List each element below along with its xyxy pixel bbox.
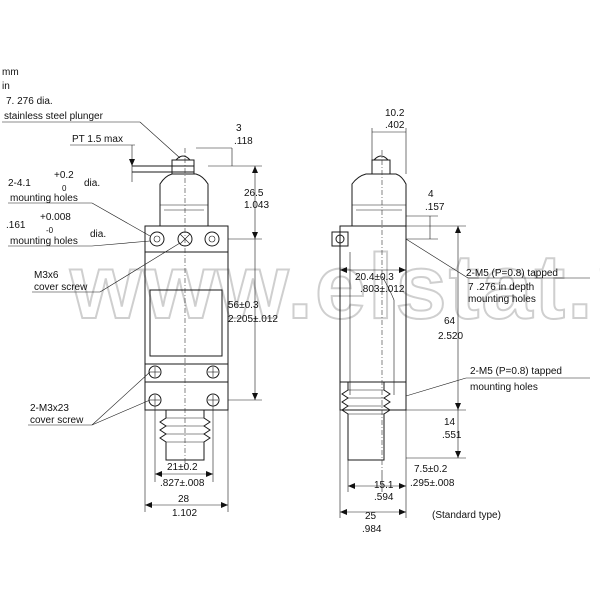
dim-25-mm: 25 (365, 511, 377, 522)
holes2-size: .161 (6, 220, 26, 231)
holes1-tol-zero: 0 (62, 184, 67, 193)
m3x6-desc: cover screw (34, 282, 88, 293)
m3x23-desc: cover screw (30, 415, 84, 426)
m5b-title: 2-M5 (P=0.8) tapped (470, 366, 562, 377)
dim-56-mm: 56±0.3 (228, 300, 259, 311)
dim-14-mm: 14 (444, 417, 456, 428)
dim-4-mm: 4 (428, 189, 434, 200)
holes2-tol-zero: -0 (46, 226, 54, 235)
m5a-label: mounting holes (468, 294, 536, 305)
holes1-label: mounting holes (10, 193, 78, 204)
dim-15-in: .594 (374, 492, 394, 503)
unit-in: in (2, 81, 10, 92)
dim-26-mm: 26.5 (244, 188, 264, 199)
dim-4-in: .157 (425, 202, 445, 213)
m3x6-label: M3x6 (34, 270, 59, 281)
dim-21-in: .827±.008 (160, 478, 205, 489)
m5a-depth: 7 .276 in depth (468, 282, 534, 293)
dim-3-mm: 3 (236, 123, 242, 134)
side-dimension-lines (339, 128, 466, 518)
holes1-dia: dia. (84, 178, 100, 189)
dim-20-mm: 20.4±0.3 (355, 272, 394, 283)
m5a-title: 2-M5 (P=0.8) tapped (466, 268, 558, 279)
unit-mm: mm (2, 67, 19, 78)
pt-max-label: PT 1.5 max (72, 134, 123, 145)
holes2-dia: dia. (90, 229, 106, 240)
dim-7-5-mm: 7.5±0.2 (414, 464, 448, 475)
dim-28-in: 1.102 (172, 508, 197, 519)
dim-25-in: .984 (362, 524, 382, 535)
standard-type-label: (Standard type) (432, 510, 501, 521)
dim-20-in: .803±.012 (360, 284, 405, 295)
dim-15-mm: 15.1 (374, 480, 394, 491)
front-dimension-lines (144, 147, 262, 512)
dim-14-in: .551 (442, 430, 462, 441)
side-view (331, 150, 407, 470)
plunger-desc-label: stainless steel plunger (4, 111, 104, 122)
dim-64-in: 2.520 (438, 331, 463, 342)
dim-7-5-in: .295±.008 (410, 478, 455, 489)
dim-10-mm: 10.2 (385, 108, 405, 119)
m3x23-label: 2-M3x23 (30, 403, 69, 414)
holes1-tol-plus: +0.2 (54, 170, 74, 181)
dim-56-in: 2.205±.012 (228, 314, 278, 325)
plunger-dia-label: 7. 276 dia. (6, 96, 53, 107)
side-callout-leaders (405, 238, 590, 397)
holes1-size: 2-4.1 (8, 178, 31, 189)
dim-21-mm: 21±0.2 (167, 462, 198, 473)
front-callout-leaders (2, 121, 181, 426)
holes2-tol-plus: +0.008 (40, 212, 71, 223)
dim-28-mm: 28 (178, 494, 190, 505)
m5b-label: mounting holes (470, 382, 538, 393)
dim-64-mm: 64 (444, 316, 456, 327)
dim-3-in: .118 (234, 136, 253, 147)
dim-10-in: .402 (385, 120, 405, 131)
dim-26-in: 1.043 (244, 200, 269, 211)
holes2-label: mounting holes (10, 236, 78, 247)
